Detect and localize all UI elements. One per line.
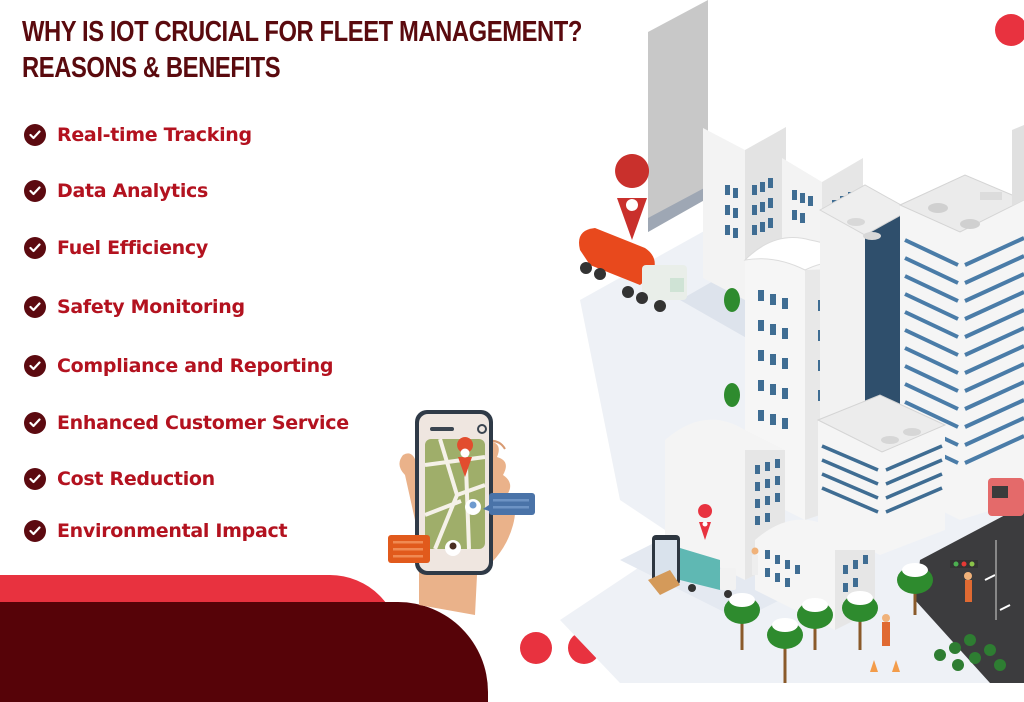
benefit-item: Fuel Efficiency [24, 235, 349, 261]
check-circle-icon [24, 412, 46, 434]
benefit-item: Data Analytics [24, 178, 349, 204]
title-line-2: REASONS & BENEFITS [22, 52, 281, 84]
tree-icon [724, 288, 933, 683]
benefit-label: Enhanced Customer Service [57, 412, 349, 434]
page-title: WHY IS IOT CRUCIAL FOR FLEET MANAGEMENT?… [22, 14, 582, 86]
tanker-truck-icon [579, 228, 687, 312]
benefit-item: Cost Reduction [24, 466, 349, 492]
title-line-1: WHY IS IOT CRUCIAL FOR FLEET MANAGEMENT? [22, 16, 583, 48]
benefit-item: Real-time Tracking [24, 122, 349, 148]
benefit-label: Safety Monitoring [57, 296, 245, 318]
check-circle-icon [24, 296, 46, 318]
check-circle-icon [24, 180, 46, 202]
check-circle-icon [24, 124, 46, 146]
benefit-label: Real-time Tracking [57, 124, 252, 146]
benefit-item: Compliance and Reporting [24, 353, 349, 379]
check-circle-icon [24, 520, 46, 542]
benefit-item: Environmental Impact [24, 518, 349, 544]
benefit-label: Data Analytics [57, 180, 209, 202]
check-circle-icon [24, 355, 46, 377]
delivery-truck-icon [648, 535, 736, 598]
benefit-item: Enhanced Customer Service [24, 410, 349, 436]
benefit-label: Cost Reduction [57, 468, 215, 490]
benefit-label: Environmental Impact [57, 520, 288, 542]
decor-dot-top-right [995, 14, 1024, 46]
smartphone-map-icon [388, 410, 535, 615]
decor-dot [520, 632, 552, 664]
benefit-label: Fuel Efficiency [57, 237, 208, 259]
check-circle-icon [24, 237, 46, 259]
benefits-list: Real-time Tracking Data Analytics Fuel E… [24, 122, 349, 544]
benefit-item: Safety Monitoring [24, 294, 349, 320]
isometric-city-illustration [560, 0, 1024, 683]
benefit-label: Compliance and Reporting [57, 355, 334, 377]
location-pin-icon [615, 154, 650, 240]
check-circle-icon [24, 468, 46, 490]
maroon-decor-band [0, 602, 488, 702]
